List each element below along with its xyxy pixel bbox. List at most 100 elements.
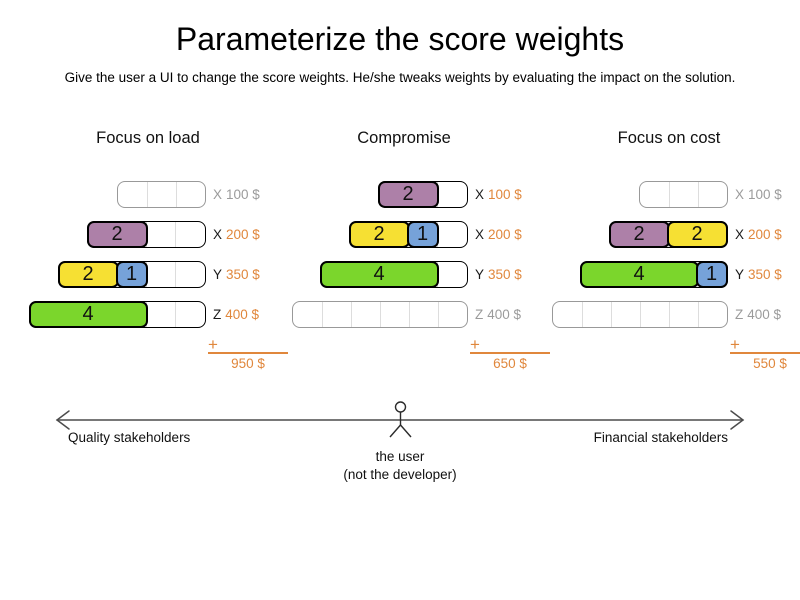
bar-label-amount: 200 $ <box>748 227 782 242</box>
sum-amount: 950 $ <box>231 356 265 371</box>
weight-bar <box>292 301 468 328</box>
bar-unit-divider <box>174 222 176 247</box>
plus-icon: + <box>208 335 218 354</box>
axis-user-sublabel: (not the developer) <box>343 467 457 482</box>
bar-label-amount: 400 $ <box>487 307 522 322</box>
bar-unit-divider <box>379 302 381 327</box>
sum-line <box>208 352 288 354</box>
bar-unit-divider <box>697 182 699 207</box>
weight-block: 2 <box>377 180 439 208</box>
column-header: Focus on load <box>96 129 200 147</box>
axis-label-financial: Financial stakeholders <box>593 430 728 445</box>
bar-label-letter: Y <box>735 267 745 282</box>
bar-label-amount: 200 $ <box>226 227 260 242</box>
weight-block: 1 <box>406 220 439 248</box>
bar-unit-divider <box>437 302 439 327</box>
sum-group: +650 $ <box>470 335 554 378</box>
weight-block: 1 <box>115 260 148 288</box>
weight-bar: 4 <box>319 260 468 288</box>
weight-block: 2 <box>86 220 148 248</box>
bar-label-letter: X <box>735 187 745 202</box>
bar-label-amount: 350 $ <box>748 267 782 282</box>
bar-unit-divider <box>581 302 583 327</box>
bar-unit-divider <box>408 302 410 327</box>
weight-block: 2 <box>57 260 119 288</box>
bar-label-letter: X <box>475 187 485 202</box>
bar-label-amount: 200 $ <box>488 227 522 242</box>
bar-unit-divider <box>697 302 699 327</box>
bar-label-letter: Z <box>475 307 484 322</box>
bar-label-amount: 350 $ <box>488 267 522 282</box>
bar-label-amount: 400 $ <box>747 307 782 322</box>
bar-unit-divider <box>668 302 670 327</box>
bar-unit-divider <box>321 302 323 327</box>
bar-label-letter: Z <box>735 307 744 322</box>
axis-label-quality: Quality stakeholders <box>68 430 191 445</box>
bar-unit-divider <box>610 302 612 327</box>
bar-unit-divider <box>350 302 352 327</box>
bar-unit-divider <box>174 302 176 327</box>
page-subtitle: Give the user a UI to change the score w… <box>64 70 736 85</box>
plus-icon: + <box>730 335 740 354</box>
bar-label-amount: 100 $ <box>748 187 782 202</box>
weight-bar <box>639 181 728 208</box>
bar-unit-divider <box>668 182 670 207</box>
left-arrowhead-icon <box>55 410 70 430</box>
column-header: Focus on cost <box>617 129 721 147</box>
weight-block: 2 <box>348 220 410 248</box>
plus-icon: + <box>470 335 480 354</box>
bar-label-letter: X <box>213 187 223 202</box>
sum-amount: 650 $ <box>493 356 527 371</box>
weight-bar <box>552 301 728 328</box>
bar-unit-divider <box>639 302 641 327</box>
bar-unit-divider <box>175 182 177 207</box>
bar-label-letter: X <box>735 227 745 242</box>
bar-label-letter: X <box>213 227 223 242</box>
bar-label-letter: Z <box>213 307 222 322</box>
bar-label-amount: 400 $ <box>225 307 260 322</box>
weight-block: 4 <box>319 260 439 288</box>
right-arrowhead-icon <box>730 410 745 430</box>
user-stick-figure-icon <box>389 401 412 438</box>
weight-block: 1 <box>695 260 728 288</box>
sum-amount: 550 $ <box>753 356 787 371</box>
sum-group: +550 $ <box>730 335 800 378</box>
bar-label-letter: Y <box>213 267 223 282</box>
weight-bar: 4 <box>28 300 206 328</box>
weight-bar: 2 <box>86 220 206 248</box>
bar-label-amount: 100 $ <box>488 187 522 202</box>
bar-unit-divider <box>146 182 148 207</box>
weight-block: 4 <box>579 260 699 288</box>
bar-label-letter: X <box>475 227 485 242</box>
sum-line <box>730 352 800 354</box>
stakeholder-axis <box>55 401 745 438</box>
bar-label-letter: Y <box>475 267 485 282</box>
weight-block: 2 <box>666 220 728 248</box>
bar-unit-divider <box>174 262 176 287</box>
weight-block: 4 <box>28 300 148 328</box>
weight-block: 2 <box>608 220 670 248</box>
axis-user-label: the user <box>375 449 425 464</box>
bar-label-amount: 100 $ <box>226 187 260 202</box>
sum-group: +950 $ <box>208 335 292 378</box>
bar-label-amount: 350 $ <box>226 267 260 282</box>
column-header: Compromise <box>357 129 451 147</box>
weight-bar: 2 <box>377 180 468 208</box>
